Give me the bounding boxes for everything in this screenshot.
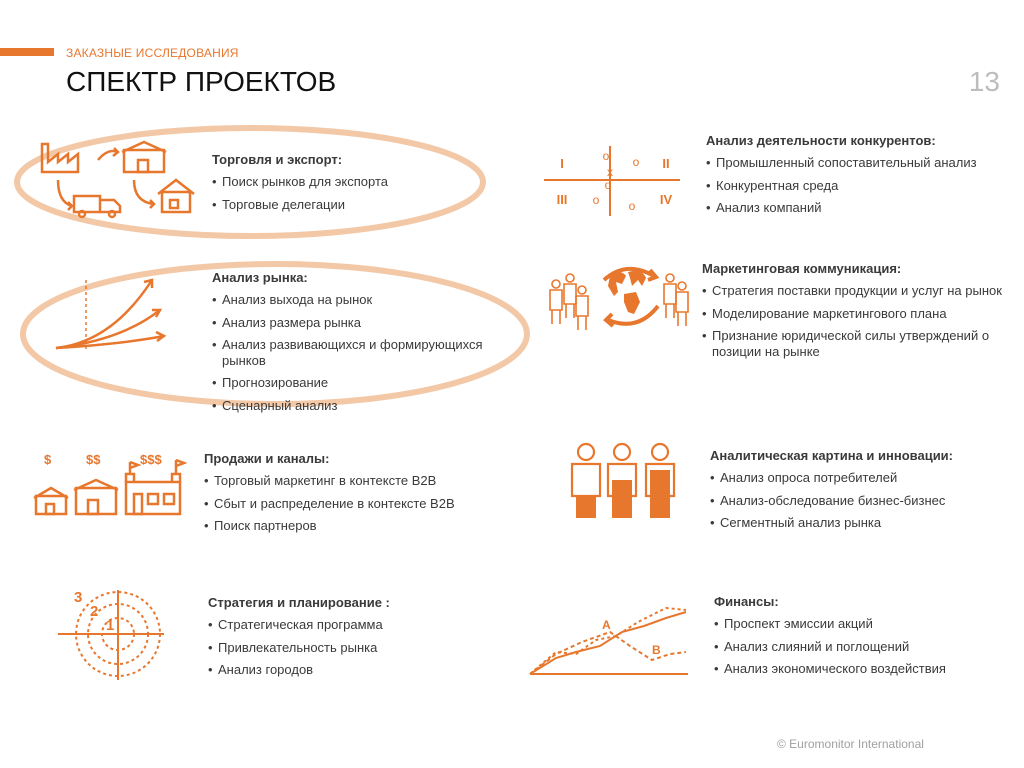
block-heading: Продажи и каналы: <box>204 451 330 466</box>
list-item: Анализ компаний <box>706 200 986 217</box>
block-trade: Торговля и экспорт: Поиск рынков для экс… <box>212 152 492 219</box>
list-item: Прогнозирование <box>212 375 512 392</box>
dollar-3-label: $$$ <box>140 452 162 467</box>
list-item: Анализ выхода на рынок <box>212 292 512 309</box>
block-finance: Финансы: Проспект эмиссии акций Анализ с… <box>714 594 1004 683</box>
list-item: Анализ опроса потребителей <box>710 470 1000 487</box>
block-heading: Торговля и экспорт: <box>212 152 343 167</box>
list-item: Конкурентная среда <box>706 178 986 195</box>
list-item: Торговые делегации <box>212 197 492 214</box>
ring-1-label: 1 <box>106 617 114 634</box>
footer-copyright: © Euromonitor International <box>777 737 924 751</box>
factory-truck-house-icon <box>40 140 195 219</box>
target-icon: 3 2 1 <box>58 589 164 680</box>
dollar-2-label: $$ <box>86 452 101 467</box>
matrix-mark: o <box>633 155 640 169</box>
block-market: Анализ рынка: Анализ выхода на рынок Ана… <box>212 270 512 420</box>
block-heading: Анализ деятельности конкурентов: <box>706 133 936 148</box>
list-item: Привлекательность рынка <box>208 640 498 657</box>
list-item: Торговый маркетинг в контексте B2B <box>204 473 504 490</box>
block-heading: Маркетинговая коммуникация: <box>702 261 902 276</box>
page-number: 13 <box>968 66 1000 97</box>
block-heading: Стратегия и планирование : <box>208 595 390 610</box>
ring-3-label: 3 <box>74 589 82 606</box>
matrix-mark: o <box>603 149 610 163</box>
quadrant-4-label: IV <box>660 192 673 207</box>
dollar-buildings-icon: $ $$ $$$ <box>33 452 188 516</box>
list-item: Стратегия поставки продукции и услуг на … <box>702 283 1002 300</box>
section-subtitle: ЗАКАЗНЫЕ ИССЛЕДОВАНИЯ <box>66 46 239 60</box>
block-sales: Продажи и каналы: Торговый маркетинг в к… <box>204 451 504 540</box>
list-item: Признание юридической силы утверждений о… <box>702 328 1002 361</box>
list-item: Анализ городов <box>208 662 498 679</box>
accent-bar <box>0 48 54 56</box>
line-a-label: A <box>602 618 611 632</box>
block-heading: Аналитическая картина и инновации: <box>710 448 954 463</box>
list-item: Поиск партнеров <box>204 518 504 535</box>
page-title: СПЕКТР ПРОЕКТОВ <box>66 66 337 97</box>
matrix-mark: o <box>593 193 600 207</box>
list-item: Анализ-обследование бизнес-бизнес <box>710 493 1000 510</box>
growth-arrows-icon <box>55 278 167 350</box>
quadrant-3-label: III <box>557 192 568 207</box>
list-item: Сбыт и распределение в контексте B2B <box>204 496 504 513</box>
quadrant-2-label: II <box>662 156 669 171</box>
block-marketing: Маркетинговая коммуникация: Стратегия по… <box>702 261 1002 366</box>
line-comparison-icon: A B <box>529 606 688 675</box>
line-b-label: B <box>652 643 661 657</box>
matrix-mark: x <box>607 165 613 179</box>
list-item: Анализ экономического воздействия <box>714 661 1004 678</box>
people-globe-icon <box>549 267 689 330</box>
quadrant-matrix-icon: I II III IV o x o o o o <box>544 146 680 216</box>
list-item: Анализ слияний и поглощений <box>714 639 1004 656</box>
block-strategy: Стратегия и планирование : Стратегическа… <box>208 595 498 684</box>
dollar-1-label: $ <box>44 452 52 467</box>
people-bars-icon <box>570 442 676 518</box>
list-item: Сценарный анализ <box>212 398 512 415</box>
matrix-mark: o <box>629 199 636 213</box>
list-item: Проспект эмиссии акций <box>714 616 1004 633</box>
list-item: Сегментный анализ рынка <box>710 515 1000 532</box>
block-insight: Аналитическая картина и инновации: Анали… <box>710 448 1000 537</box>
block-heading: Анализ рынка: <box>212 270 308 285</box>
matrix-mark: o <box>605 178 612 192</box>
list-item: Анализ размера рынка <box>212 315 512 332</box>
block-competitors: Анализ деятельности конкурентов: Промышл… <box>706 133 986 222</box>
quadrant-1-label: I <box>560 156 564 171</box>
list-item: Поиск рынков для экспорта <box>212 174 492 191</box>
list-item: Стратегическая программа <box>208 617 498 634</box>
block-heading: Финансы: <box>714 594 779 609</box>
list-item: Анализ развивающихся и формирующихся рын… <box>212 337 512 370</box>
list-item: Промышленный сопоставительный анализ <box>706 155 986 172</box>
list-item: Моделирование маркетингового плана <box>702 306 1002 323</box>
ring-2-label: 2 <box>90 603 98 620</box>
